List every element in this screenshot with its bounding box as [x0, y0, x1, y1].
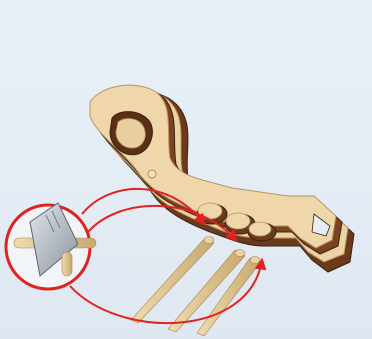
blade-detail-circle [6, 203, 96, 289]
claw-arm [90, 85, 354, 272]
